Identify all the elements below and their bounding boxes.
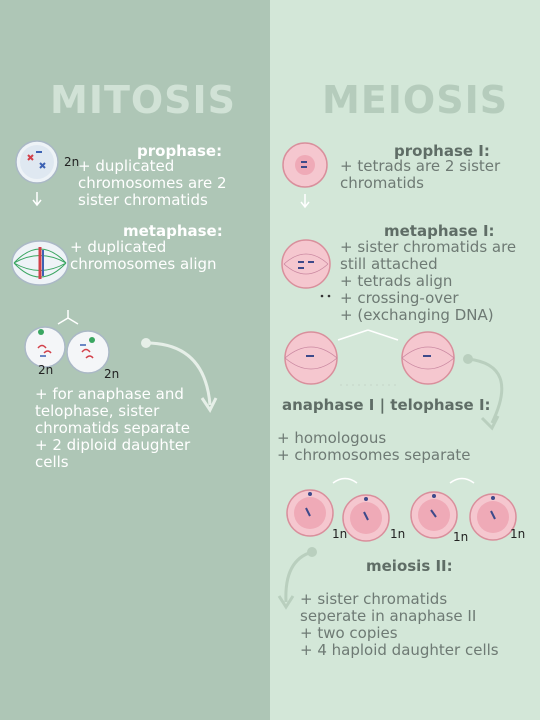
mitosis-prophase-text: + duplicated chromosomes are 2 sister ch… xyxy=(78,157,227,209)
meiosis-ii-text: + sister chromatids seperate in anaphase… xyxy=(300,590,499,659)
meiosis-prophase-cell xyxy=(282,142,328,188)
mitosis-illustrations xyxy=(11,140,218,413)
meiosis-metaphase-cell xyxy=(281,239,331,289)
meiosis-haploid-cell-1 xyxy=(286,489,334,537)
meiosis-anaphase-cell-1 xyxy=(284,331,338,385)
mitosis-anaphase-text: + for anaphase and telophase, sister chr… xyxy=(35,385,191,471)
meiosis-prophase-header: prophase I: xyxy=(394,142,490,160)
haploid-label-4: 1n xyxy=(510,527,526,541)
meiosis-panel: MEIOSIS xyxy=(270,0,540,720)
haploid-label-1: 1n xyxy=(332,527,348,541)
meiosis-anaphase-cell-2 xyxy=(401,331,455,385)
mitosis-metaphase-header: metaphase: xyxy=(123,222,223,240)
meiosis-down-arrow xyxy=(300,194,310,209)
meiosis-title: MEIOSIS xyxy=(322,78,509,122)
prophase-ploidy-label: 2n xyxy=(64,155,80,169)
meiosis-haploid-cell-3 xyxy=(410,491,458,539)
haploid-label-2: 1n xyxy=(390,527,406,541)
mitosis-title: MITOSIS xyxy=(50,78,237,122)
meiosis-metaphase-header: metaphase I: xyxy=(384,222,495,240)
mitosis-metaphase-cell xyxy=(11,240,69,286)
mitosis-down-arrow xyxy=(32,192,42,207)
pair-arrow-1 xyxy=(332,477,358,484)
mitosis-metaphase-text: + duplicated chromosomes align xyxy=(70,238,217,273)
meiosis-anaphase-text: + homologous + chromosomes separate xyxy=(277,429,471,464)
meiosis-curved-arrow xyxy=(463,354,504,431)
meiosis-prophase-text: + tetrads are 2 sister chromatids xyxy=(340,157,501,192)
meiosis-illustrations xyxy=(277,142,517,610)
meiosis-haploid-cell-2 xyxy=(342,494,390,542)
daughter-ploidy-label-2: 2n xyxy=(104,367,120,381)
daughter-ploidy-label-1: 2n xyxy=(38,363,54,377)
mitosis-split-arrow xyxy=(57,310,79,325)
meiosis-ii-header: meiosis II: xyxy=(366,557,453,575)
mitosis-panel: MITOSIS xyxy=(0,0,270,720)
meiosis-curved-arrow-2 xyxy=(277,547,317,610)
mitosis-prophase-header: prophase: xyxy=(137,142,223,160)
mitosis-daughter-cell-2 xyxy=(66,330,110,374)
mitosis-curved-arrow xyxy=(141,338,218,413)
meiosis-split-arrow xyxy=(337,329,399,341)
pair-arrow-2 xyxy=(449,477,475,484)
meiosis-metaphase-text: + sister chromatids are still attached +… xyxy=(340,238,517,324)
mitosis-daughter-cell-1 xyxy=(24,326,66,368)
haploid-label-3: 1n xyxy=(453,530,469,544)
meiosis-anaphase-header: anaphase I | telophase I: xyxy=(282,396,491,414)
mitosis-prophase-cell xyxy=(15,140,59,184)
meiosis-haploid-cell-4 xyxy=(469,493,517,541)
